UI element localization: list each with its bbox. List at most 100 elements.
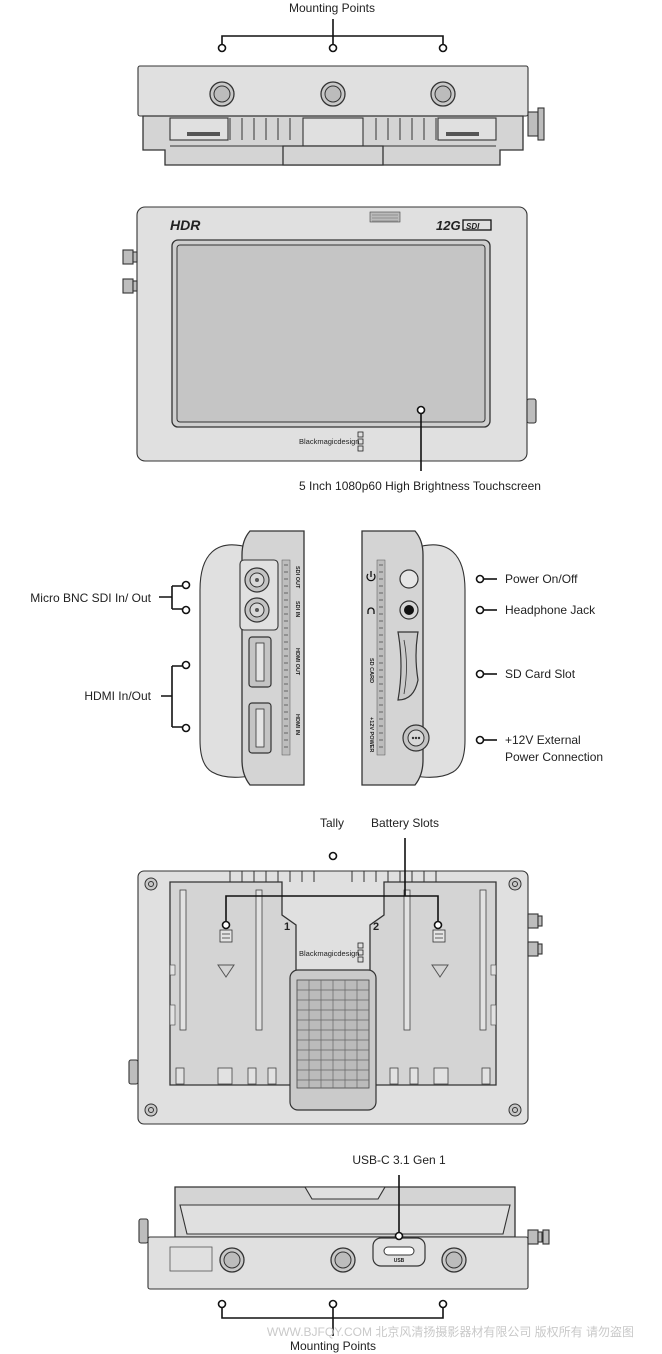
port-label-sdi-in: SDI IN — [294, 601, 300, 617]
hdmi-out-port — [248, 636, 272, 688]
top-left-slot — [187, 132, 220, 136]
top-left-battery-tab — [169, 117, 229, 141]
bottom-mount-hole-2 — [330, 1247, 356, 1273]
brand-back-squares-icon — [357, 942, 364, 963]
callout-ext-power — [475, 735, 497, 745]
back-side-knob — [128, 1059, 139, 1085]
callout-usb-c — [394, 1175, 404, 1241]
callout-micro-bnc — [159, 580, 191, 615]
label-micro-bnc: Micro BNC SDI In/ Out — [30, 591, 151, 605]
back-center-vent — [289, 969, 377, 1111]
callout-mounting-points-bottom — [217, 1299, 448, 1336]
label-ext-power-line1: +12V External — [505, 733, 581, 747]
callout-power-on-off — [475, 574, 497, 584]
callout-tally — [328, 851, 338, 861]
left-side-view: SDI OUT SDI IN HDMI OUT HDMI IN Micro BN… — [30, 530, 305, 786]
label-tally: Tally — [320, 816, 344, 830]
callout-touchscreen — [416, 405, 426, 471]
bottom-view: USB-C 3.1 Gen 1 USB — [138, 1153, 550, 1353]
hdr-logo: HDR — [170, 217, 201, 233]
watermark: WWW.BJFQY.COM 北京风清扬摄影器材有限公司 版权所有 请勿盗图 — [267, 1324, 634, 1339]
label-ext-power-line2: Power Connection — [505, 750, 603, 764]
bottom-side-connectors — [138, 1218, 550, 1245]
callout-hdmi — [161, 660, 191, 733]
label-hdmi: HDMI In/Out — [84, 689, 151, 703]
top-mount-hole-3 — [430, 81, 456, 107]
callout-mounting-points-top — [217, 19, 448, 53]
label-power-on-off: Power On/Off — [505, 572, 578, 586]
callout-battery-slots — [221, 838, 443, 930]
callout-headphone-jack — [475, 605, 497, 615]
usb-c-port[interactable] — [372, 1237, 426, 1267]
label-mounting-points-top: Mounting Points — [289, 1, 375, 15]
touchscreen — [176, 244, 486, 423]
front-side-knob — [526, 398, 537, 424]
back-bnc-connectors — [527, 913, 543, 957]
battery-slot-2-number: 2 — [373, 921, 379, 933]
top-mount-hole-1 — [209, 81, 235, 107]
right-side-rear-shell — [414, 544, 466, 778]
back-corner-screws — [144, 877, 522, 1117]
brand-front-squares-icon — [357, 431, 364, 452]
top-bnc-stub — [527, 111, 539, 137]
label-mounting-points-bottom: Mounting Points — [290, 1339, 376, 1353]
top-center-foot — [282, 145, 384, 166]
usb-port-print: USB — [394, 1258, 405, 1264]
label-touchscreen: 5 Inch 1080p60 High Brightness Touchscre… — [299, 479, 541, 493]
headphone-icon — [367, 607, 375, 614]
battery-latch-2 — [432, 929, 446, 943]
sdi-out-port — [244, 567, 270, 593]
power-icon — [366, 571, 376, 582]
port-label-hdmi-out: HDMI OUT — [294, 648, 300, 676]
battery-slot-1-number: 1 — [284, 921, 290, 933]
svg-text:12G: 12G — [436, 218, 461, 233]
hdmi-in-port — [248, 702, 272, 754]
label-usb-c: USB-C 3.1 Gen 1 — [352, 1153, 446, 1167]
headphone-jack[interactable] — [399, 600, 419, 620]
ext-power-connector[interactable] — [402, 724, 430, 752]
top-mount-hole-2 — [320, 81, 346, 107]
right-side-view: SD CARD +12V POWER Power On/Off Headphon… — [361, 530, 603, 786]
top-right-slot — [446, 132, 479, 136]
left-side-rear-shell — [199, 544, 251, 778]
speaker-grille-icon — [369, 211, 401, 223]
heatsink-fins-top — [229, 118, 437, 140]
bottom-label-plate — [169, 1246, 213, 1272]
power-button[interactable] — [399, 569, 419, 589]
top-view: Mounting Points — [137, 1, 545, 166]
battery-arrow-1-icon — [217, 964, 235, 978]
brand-back: Blackmagicdesign — [299, 949, 359, 958]
bottom-top-notch — [304, 1186, 386, 1200]
callout-sd-card — [475, 669, 497, 679]
right-side-grille — [376, 559, 386, 756]
sd-card-slot[interactable] — [397, 631, 419, 701]
top-bnc-cap — [537, 107, 545, 141]
label-battery-slots: Battery Slots — [371, 816, 439, 830]
label-sd-card-slot: SD Card Slot — [505, 667, 576, 681]
bottom-mount-hole-3 — [441, 1247, 467, 1273]
port-label-sdi-out: SDI OUT — [294, 566, 300, 589]
12g-sdi-logo: 12G SDI — [436, 218, 492, 233]
top-right-battery-tab — [437, 117, 497, 141]
battery-plate-feet — [175, 1067, 491, 1085]
battery-arrow-2-icon — [431, 964, 449, 978]
front-view: HDR 12G SDI Blackmagicdesign 5 — [122, 206, 541, 493]
battery-latch-1 — [219, 929, 233, 943]
left-side-grille — [281, 559, 291, 756]
back-top-fins — [229, 871, 437, 882]
bottom-recess — [179, 1204, 511, 1235]
bottom-mount-hole-1 — [219, 1247, 245, 1273]
back-view: Tally Battery Slots — [128, 816, 543, 1125]
battery-plate-2 — [369, 881, 497, 1086]
port-label-hdmi-in: HDMI IN — [294, 714, 300, 735]
battery-plate-rails — [169, 889, 497, 1031]
top-center-block — [302, 117, 364, 147]
brand-front: Blackmagicdesign — [299, 437, 359, 446]
svg-text:SDI: SDI — [466, 222, 480, 231]
port-label-sd-card: SD CARD — [368, 658, 374, 683]
sdi-in-port — [244, 597, 270, 623]
battery-plate-1 — [169, 881, 297, 1086]
label-headphone-jack: Headphone Jack — [505, 603, 596, 617]
port-label-power: +12V POWER — [368, 717, 374, 752]
